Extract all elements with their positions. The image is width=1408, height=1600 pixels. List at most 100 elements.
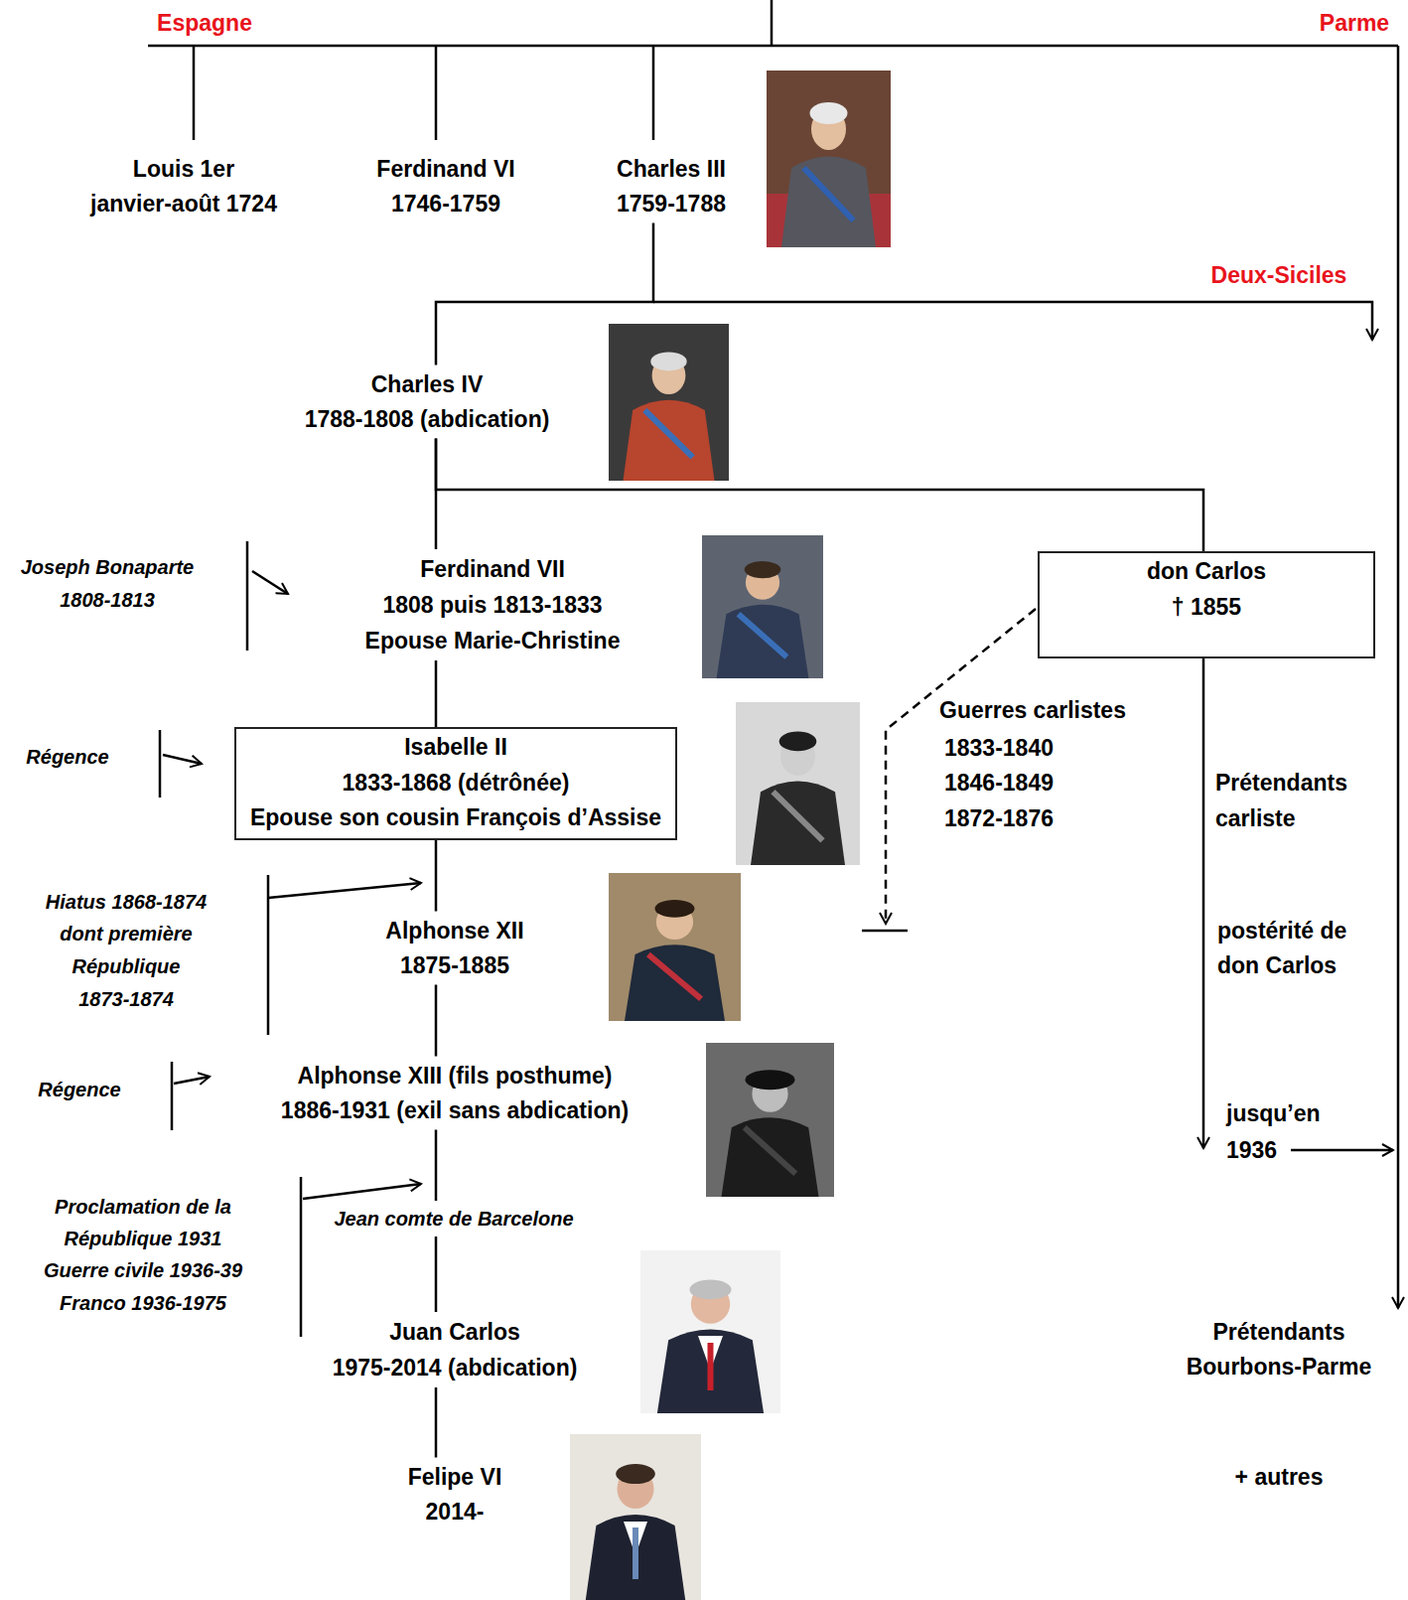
bracket-line — [170, 1061, 174, 1130]
person-name: Isabelle II — [250, 729, 662, 766]
portrait-sash — [804, 167, 854, 221]
text-line: Proclamation de la — [43, 1190, 243, 1223]
branch-name: Espagne — [156, 5, 253, 41]
person-name: Louis 1er — [90, 151, 278, 187]
portrait-ground — [705, 1042, 835, 1197]
king-entry: Alphonse XII1875-1885 — [379, 911, 530, 986]
lineage-line — [434, 1129, 438, 1202]
portrait — [640, 1250, 781, 1413]
lineage-line — [435, 223, 654, 366]
person-name: Charles IV — [304, 367, 551, 403]
portrait-body — [624, 944, 725, 1021]
heir-entry: Jean comte de Barcelone — [327, 1200, 579, 1237]
person-name: Prétendants Bourbons-Parme — [1186, 1314, 1373, 1385]
lineage-line — [434, 985, 438, 1057]
person-detail: 2014- — [408, 1494, 503, 1530]
person-name: Jean comte de Barcelone — [333, 1202, 573, 1235]
text-line: Prétendants — [1215, 764, 1348, 801]
portrait — [608, 323, 729, 481]
portrait-sash — [644, 410, 693, 457]
bracket-arrow — [268, 882, 422, 898]
branch-arrow — [653, 301, 1373, 340]
portrait-hat — [745, 1069, 796, 1090]
portrait-sash — [648, 954, 702, 999]
text-line: Franco 1936-1975 — [43, 1286, 243, 1319]
portrait — [705, 1042, 835, 1197]
bracket-line — [299, 1176, 303, 1337]
king-entry: Ferdinand VII1808 puis 1813-1833Epouse M… — [359, 549, 627, 661]
text-line: postérité de — [1217, 913, 1347, 949]
portrait-ground — [766, 70, 891, 248]
person-name: Ferdinand VII — [365, 551, 621, 587]
person-detail: 1759-1788 — [616, 186, 726, 222]
king-entry: Ferdinand VI1746-1759 — [370, 149, 521, 224]
portrait-body — [781, 156, 876, 249]
text-line: carliste — [1215, 800, 1348, 837]
king-entry: Charles IV1788-1808 (abdication) — [298, 365, 557, 439]
period-note: Régence — [37, 1072, 121, 1108]
portrait-ground — [608, 323, 729, 481]
portrait-body — [623, 400, 715, 481]
bracket-line — [246, 541, 250, 651]
person-name: Alphonse XII — [385, 913, 524, 949]
king-entry: Felipe VI2014- — [402, 1457, 509, 1532]
person-name: Charles III — [616, 151, 726, 187]
person-name: don Carlos — [1045, 553, 1368, 589]
king-entry: Alphonse XIII (fils posthume)1886-1931 (… — [275, 1056, 635, 1130]
portrait-sash — [744, 1126, 797, 1174]
text-line: 1936 — [1226, 1131, 1321, 1169]
bracket-arrow — [302, 1183, 422, 1199]
person-detail: 1746-1759 — [376, 186, 515, 222]
branch-line — [147, 44, 1399, 48]
war-dates: 1872-1876 — [944, 801, 1054, 837]
portrait — [766, 70, 891, 248]
line-note: postérité de don Carlos — [1217, 913, 1347, 984]
queen-box: Isabelle II1833-1868 (détrônée)Epouse so… — [234, 726, 678, 841]
line-note: jusqu’en 1936 — [1226, 1095, 1321, 1169]
lineage-line — [434, 1236, 438, 1312]
branch-line — [192, 45, 196, 141]
person-detail: Epouse son cousin François d’Assise — [250, 800, 662, 837]
text-line: 1873-1874 — [45, 983, 207, 1016]
portrait-hair — [744, 561, 782, 578]
bracket-arrow — [173, 1076, 210, 1084]
period-note: Hiatus 1868-1874 dont première Républiqu… — [45, 885, 207, 1016]
text-line: Joseph Bonaparte — [20, 551, 194, 584]
person-detail: 1808 puis 1813-1833 — [365, 586, 621, 623]
portrait — [569, 1433, 702, 1600]
person-name: Alphonse XIII (fils posthume) — [281, 1058, 629, 1094]
person-detail: 1788-1808 (abdication) — [304, 402, 551, 437]
person-detail: † 1855 — [1045, 588, 1368, 625]
text-line: don Carlos — [1217, 948, 1347, 984]
portrait-body — [750, 781, 845, 865]
portrait-hair — [650, 351, 687, 371]
branch-arrow — [1397, 45, 1401, 1308]
portrait — [702, 535, 824, 679]
text-line: 1808-1813 — [20, 583, 194, 617]
text-line: Guerre civile 1936-39 — [43, 1254, 243, 1286]
king-entry: Juan Carlos1975-2014 (abdication) — [326, 1311, 584, 1388]
portrait-sash — [738, 613, 788, 657]
stop-bar — [861, 929, 908, 933]
period-note: Joseph Bonaparte 1808-1813 — [20, 551, 194, 617]
war-dates: 1846-1849 — [944, 765, 1054, 801]
branch-name: Deux-Siciles — [1211, 258, 1348, 293]
person-detail: janvier-août 1724 — [90, 186, 278, 222]
portrait-hair — [810, 102, 848, 125]
bracket-arrow — [162, 754, 202, 764]
bracket-arrow — [252, 570, 288, 594]
portrait-sash — [773, 791, 824, 841]
text-line: Bourbons-Parme — [1186, 1349, 1373, 1385]
portrait — [735, 702, 860, 865]
line-note: Prétendants carliste — [1215, 764, 1348, 837]
portrait-hair — [690, 1279, 732, 1300]
war-dates: 1833-1840 — [944, 730, 1054, 766]
branch-line — [652, 45, 656, 141]
person-name: Juan Carlos — [332, 1313, 578, 1350]
period-note: Proclamation de la République 1931 Guerr… — [43, 1190, 243, 1319]
text-line: République 1931 — [43, 1222, 243, 1255]
wars-title: Guerres carlistes — [939, 693, 1127, 728]
portrait-tie — [707, 1342, 714, 1391]
portrait-ground — [569, 1433, 702, 1600]
